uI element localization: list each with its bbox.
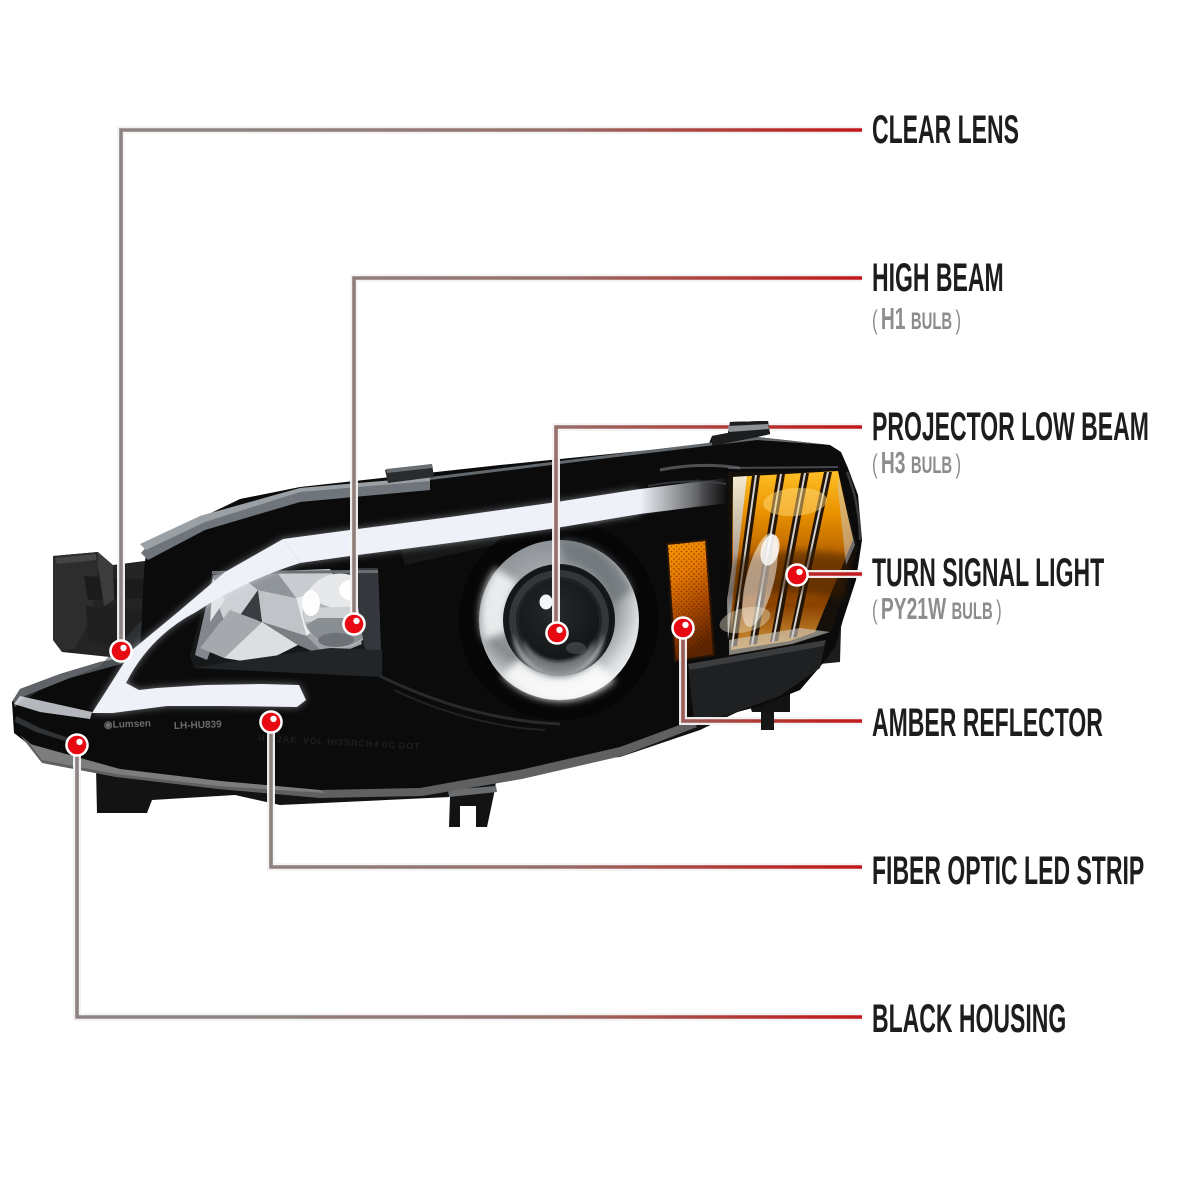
svg-text:◉Lumsen: ◉Lumsen [104,718,151,731]
svg-text:LH-HU839: LH-HU839 [174,719,223,732]
